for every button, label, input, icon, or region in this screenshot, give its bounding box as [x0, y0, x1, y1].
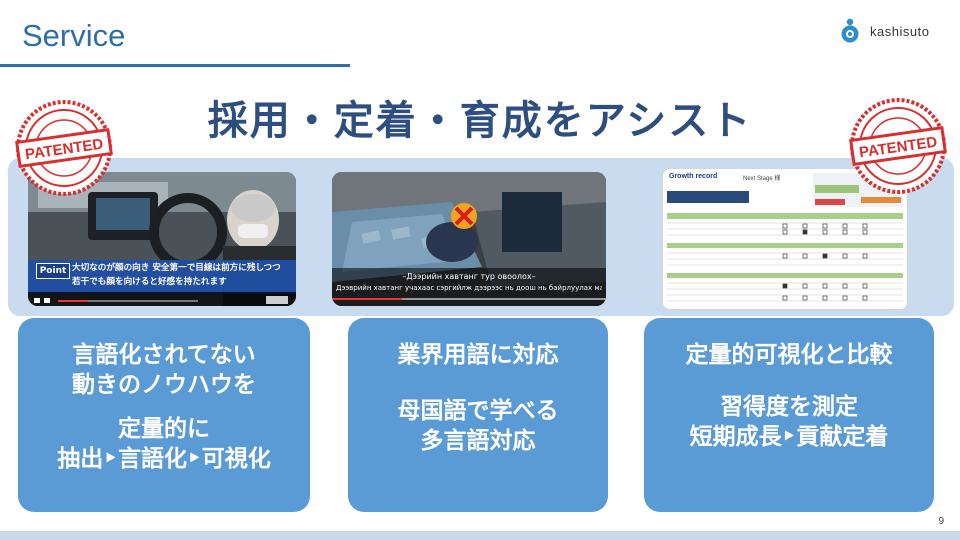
card-text-line: 母国語で学べる [397, 398, 559, 424]
kashisuto-logo-icon [841, 18, 859, 43]
card-text-line: 定量的可視化と比較 [685, 342, 893, 368]
card-spacer [18, 400, 310, 414]
feature-card-visualization: 定量的可視化と比較 習得度を測定 短期成長‣貢献定着 [644, 318, 934, 512]
card-spacer [644, 370, 934, 392]
patented-seal-icon: PATENTED [849, 98, 947, 194]
patented-stamp-left: PATENTED [14, 98, 114, 198]
feature-card-knowhow: 言語化されてない 動きのノウハウを 定量的に 抽出‣言語化‣可視化 [18, 318, 310, 512]
card-text-line: 言語化されてない [72, 342, 256, 368]
patented-seal-icon: PATENTED [15, 100, 113, 196]
card-text-line: 多言語対応 [420, 428, 536, 454]
roofing-scene-image [332, 172, 606, 306]
card-text-line: 定量的に [118, 416, 210, 442]
main-heading: 採用・定着・育成をアシスト [207, 98, 753, 144]
record-subtitle: Next Stage 様 [743, 176, 781, 182]
page-number: 9 [938, 516, 944, 527]
card-text-line: 短期成長‣貢献定着 [689, 424, 889, 450]
growth-record-sheet-image [663, 169, 907, 309]
company-logo: kashisuto [838, 18, 929, 44]
logo-text: kashisuto [870, 23, 930, 39]
feature-card-multilingual: 業界用語に対応 母国語で学べる 多言語対応 [348, 318, 608, 512]
point-badge: Point [36, 263, 70, 279]
video-caption-line2: Дээврийн хавтанг учахаас сэргийлж дээрээ… [336, 284, 602, 292]
roofing-video-thumbnail[interactable]: –Дээрийн хавтанг тур овоолох– Дээврийн х… [332, 172, 606, 306]
footer-bar [0, 531, 960, 540]
patented-stamp-right: PATENTED [848, 96, 948, 196]
title-underline [0, 64, 350, 67]
record-title: Growth record [669, 173, 718, 180]
page-title: Service [22, 18, 126, 53]
card-spacer [348, 370, 608, 396]
video-subtitle-line1: 大切なのが顔の向き 安全第一で目線は前方に残しつつ [72, 263, 281, 273]
card-text-line: 習得度を測定 [720, 394, 858, 420]
card-text-line: 抽出‣言語化‣可視化 [57, 446, 271, 472]
video-caption-line1: –Дээрийн хавтанг тур овоолох– [402, 272, 536, 281]
growth-record-thumbnail[interactable]: Growth record Next Stage 様 [662, 168, 908, 310]
card-text-line: 動きのノウハウを [72, 372, 256, 398]
card-text-line: 業界用語に対応 [397, 342, 559, 368]
video-subtitle-line2: 若干でも顔を向けると好感を持たれます [72, 277, 227, 287]
